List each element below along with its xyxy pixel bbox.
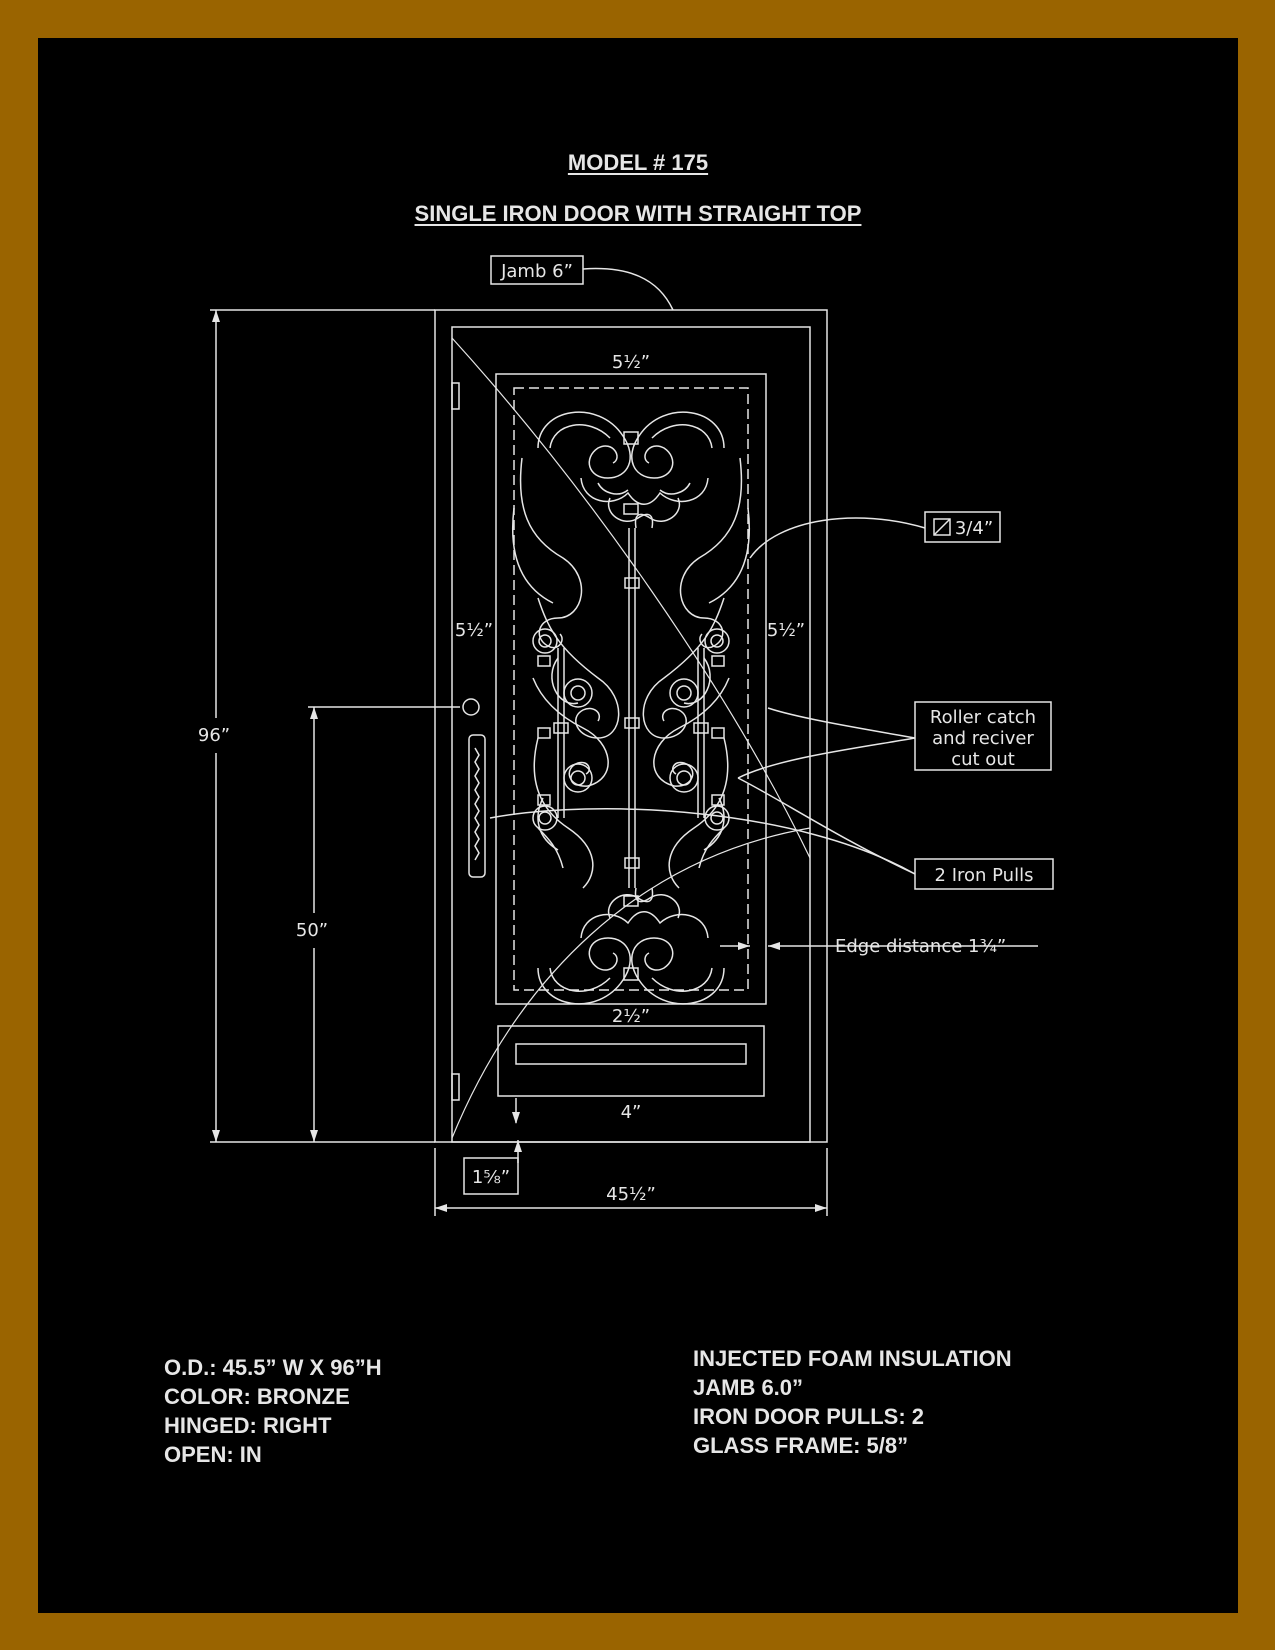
scrollwork-top [537,411,725,529]
leader-iron-pulls-2 [489,808,916,875]
spec-hinged: HINGED: RIGHT [164,1413,332,1438]
dim-sill: 1⅝” [472,1167,510,1188]
callout-roller-catch-line3: cut out [951,749,1015,770]
hinge-top [451,382,460,410]
square-bar-icon [933,518,951,536]
callout-box-roller-catch [914,701,1052,771]
iron-pull [468,734,486,878]
scrollwork-bottom [537,887,725,1005]
spec-insulation: INJECTED FOAM INSULATION [693,1346,1012,1371]
spec-color: COLOR: BRONZE [164,1384,350,1409]
model-title: MODEL # 175 [567,150,709,175]
door-slab [451,326,811,1143]
callout-roller-catch-line2: and reciver [932,728,1034,749]
dim-bottom-panel: 4” [621,1102,642,1123]
dim-left: 5½” [455,620,493,641]
callout-iron-pulls: 2 Iron Pulls [935,865,1034,886]
hinge-bottom [451,1073,460,1101]
dim-bottom-glass: 2½” [612,1006,650,1027]
callout-jamb: Jamb 6” [500,261,573,282]
door-description: SINGLE IRON DOOR WITH STRAIGHT TOP [414,201,862,226]
spec-outer-dimensions: O.D.: 45.5” W X 96”H [164,1355,382,1380]
spec-jamb: JAMB 6.0” [693,1375,804,1400]
scrollwork-right [642,457,750,889]
dim-width-total: 45½” [606,1184,656,1205]
swing-arc-top [451,337,811,859]
leader-jamb [582,267,674,311]
door-drawing: Jamb 6” 3/4” Roller catch and reciver cu… [198,255,1054,1216]
dimension-96 [210,309,435,1143]
callout-box-iron-pulls [914,858,1054,890]
dim-right: 5½” [767,620,805,641]
dim-handle-height: 50” [296,920,328,941]
specs-right: INJECTED FOAM INSULATION JAMB 6.0” IRON … [693,1344,1012,1460]
glass-frame [495,373,767,1005]
dimension-sill [515,1098,519,1163]
spec-door-pulls: IRON DOOR PULLS: 2 [693,1404,925,1429]
bottom-kick-panel [497,1025,765,1097]
callout-box-sill [463,1157,519,1195]
leader-roller-catch-1 [767,707,916,739]
specs-left: O.D.: 45.5” W X 96”H COLOR: BRONZE HINGE… [164,1353,382,1469]
glass-edge-dashed [513,387,749,991]
pull-twist [474,747,480,861]
callout-edge-distance: Edge distance 1¾” [835,936,1006,957]
spec-glass-frame: GLASS FRAME: 5/8” [693,1433,909,1458]
spec-open: OPEN: IN [164,1442,262,1467]
callout-square-bar: 3/4” [955,518,993,539]
dimension-50 [308,706,460,1142]
leader-square-bar [749,517,926,559]
leader-roller-catch-2 [737,737,916,779]
lock-cylinder [462,698,480,716]
dimension-width [434,1148,828,1216]
swing-arc-bottom [451,827,811,1139]
dim-height-total: 96” [198,725,230,746]
center-bars [553,528,709,888]
callout-box-jamb [490,255,584,285]
callout-roller-catch-line1: Roller catch [930,707,1036,728]
square-bar-diagonal [933,518,951,536]
scrollwork-left [512,457,620,889]
dim-top: 5½” [612,352,650,373]
drawing-sheet: MODEL # 175 SINGLE IRON DOOR WITH STRAIG… [38,38,1238,1613]
bottom-panel-inset [515,1043,747,1065]
callout-box-square-bar [924,511,1001,543]
arrowheads [212,310,827,1212]
